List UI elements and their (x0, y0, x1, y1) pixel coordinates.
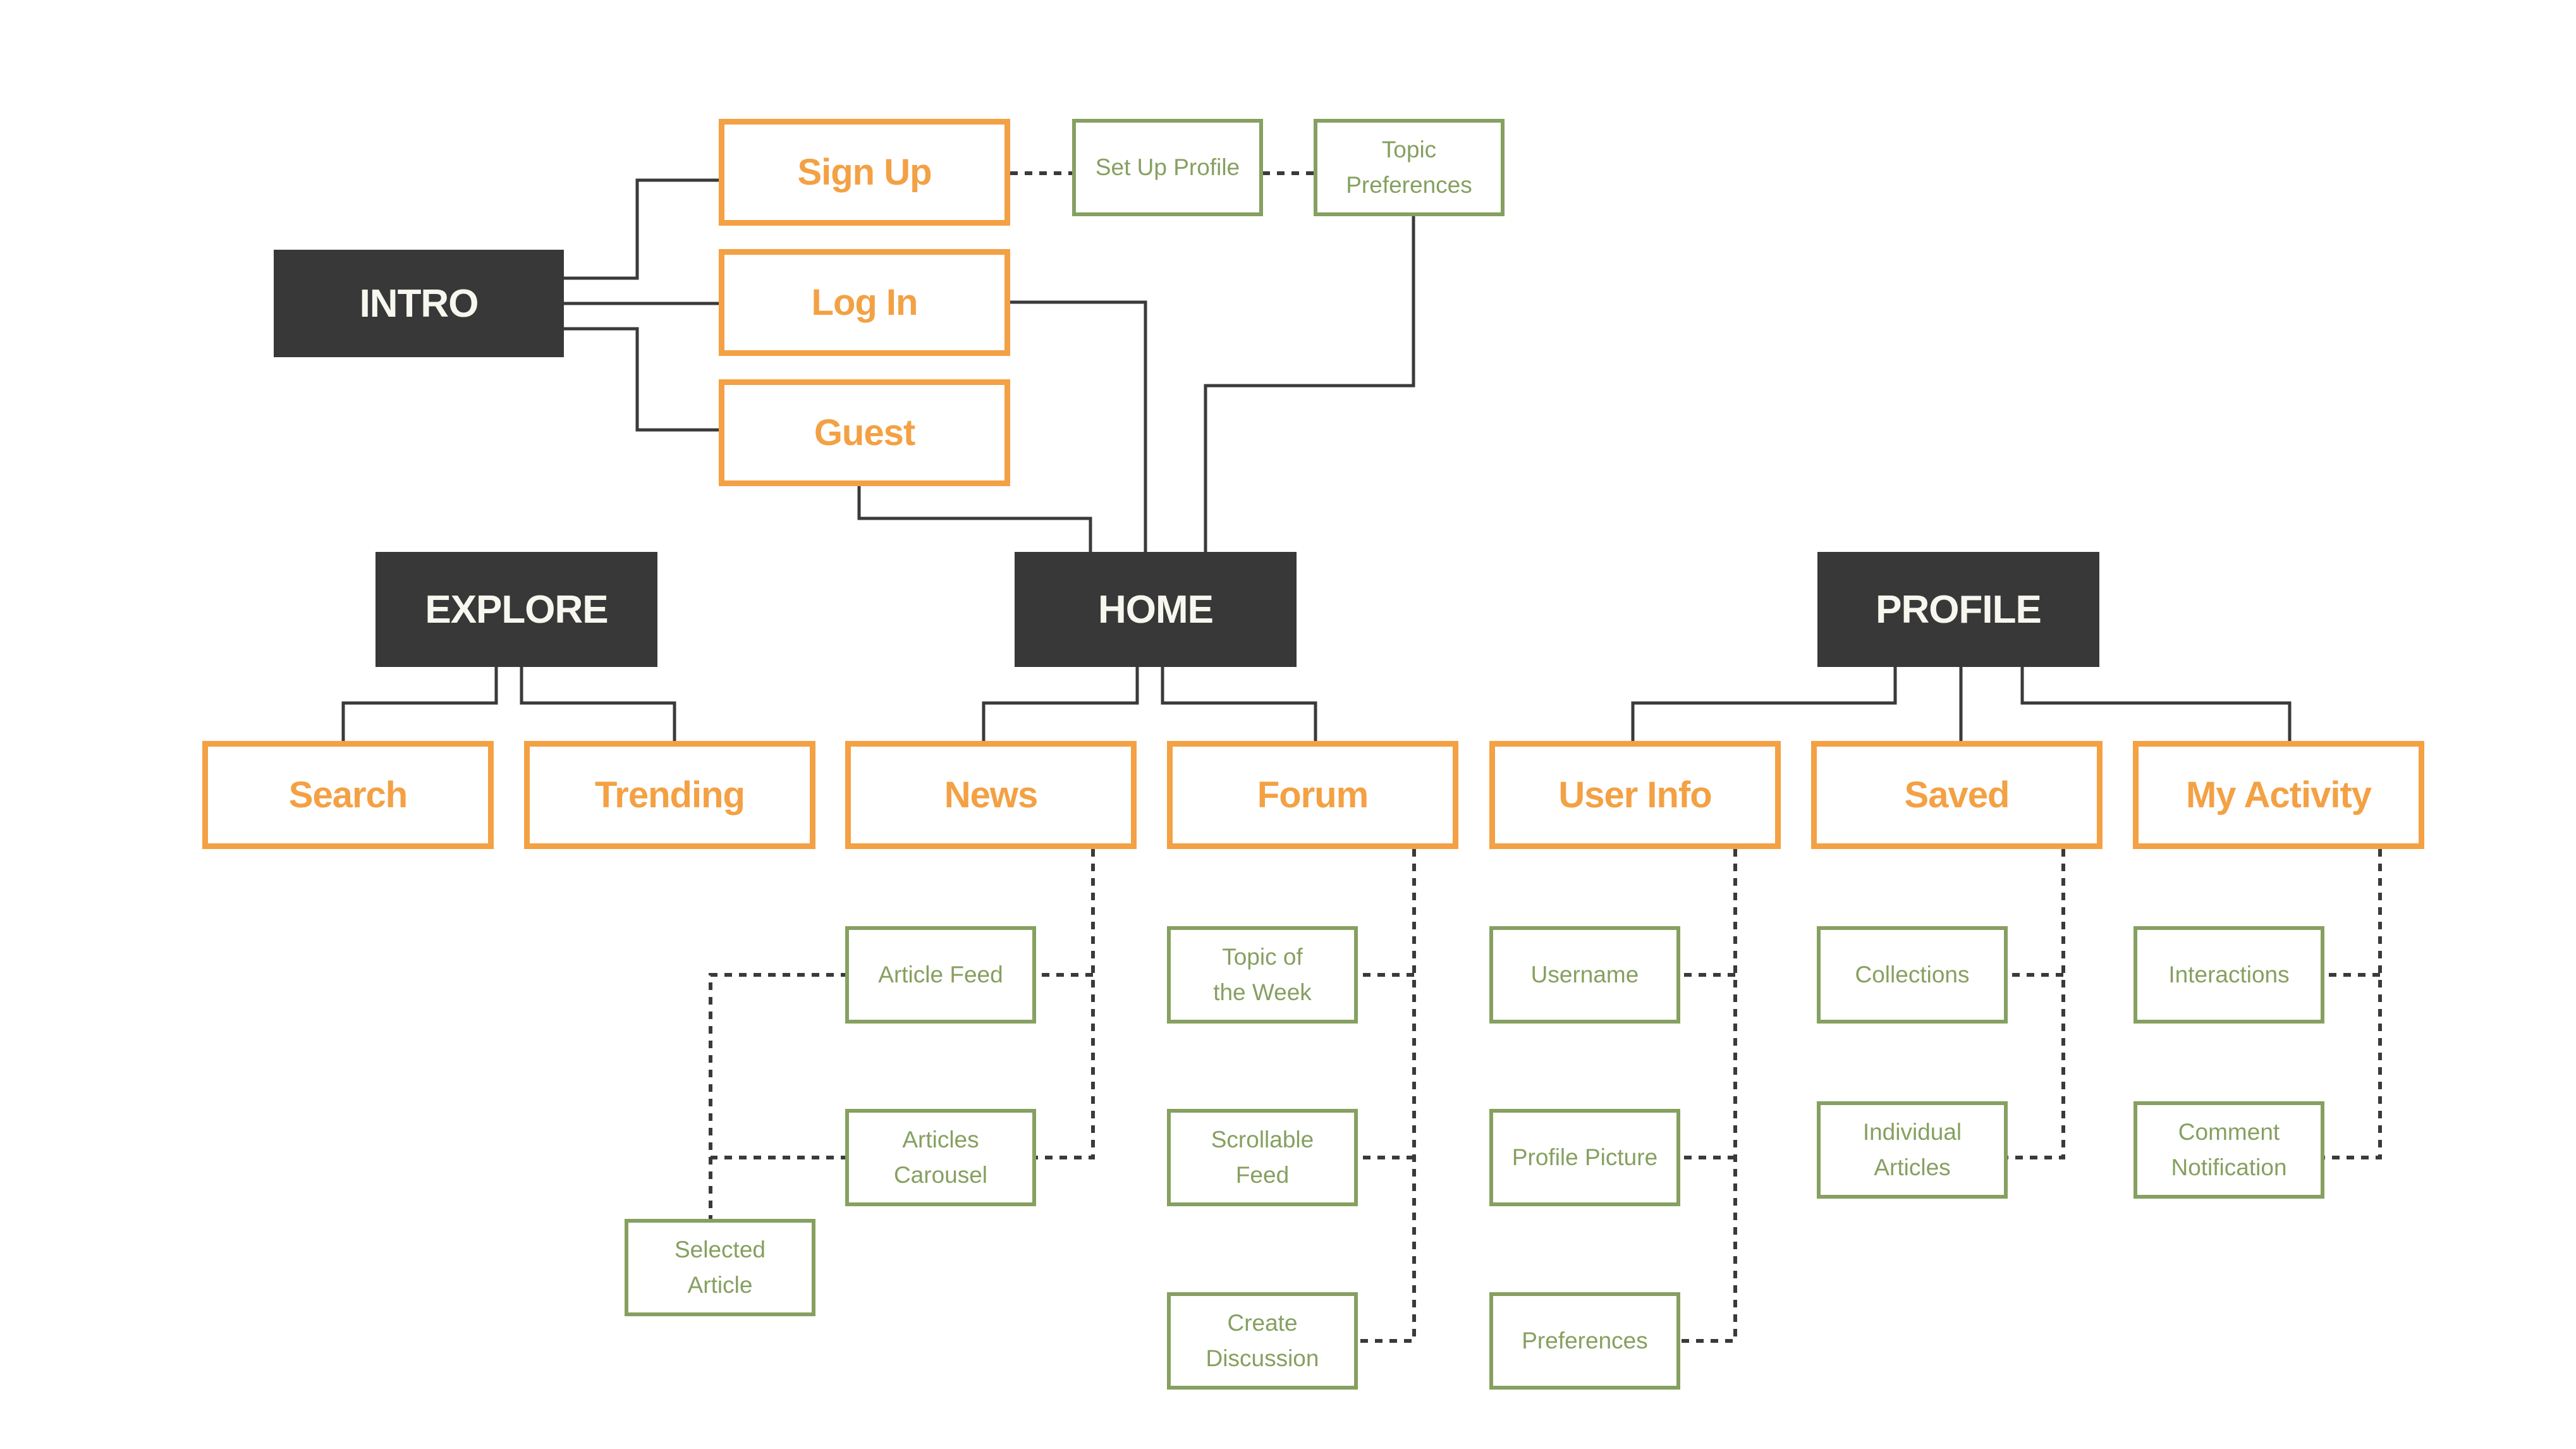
node-topic-preferences: Topic Preferences (1314, 119, 1505, 216)
node-comment-notification: Comment Notification (2133, 1101, 2324, 1199)
node-topic-of-the-week: Topic of the Week (1167, 926, 1358, 1024)
node-article-feed: Article Feed (845, 926, 1036, 1024)
node-search: Search (202, 741, 494, 849)
edge-explore-search (341, 667, 498, 741)
edge-my-activity-sub-pages (2324, 849, 2382, 1159)
edge-profile-my-activity (2020, 667, 2292, 741)
node-saved: Saved (1811, 741, 2103, 849)
node-scrollable-feed: Scrollable Feed (1167, 1109, 1358, 1206)
edge-home-forum (1161, 667, 1317, 741)
node-explore: EXPLORE (375, 552, 657, 667)
edge-news-sub-pages-selected-article (709, 973, 848, 1220)
node-user-info: User Info (1489, 741, 1781, 849)
node-forum: Forum (1167, 741, 1458, 849)
node-sign-up: Sign Up (719, 119, 1010, 226)
edge-topic-preferences-home (1204, 215, 1415, 552)
node-news: News (845, 741, 1137, 849)
node-log-in: Log In (719, 249, 1010, 356)
edge-forum-sub-pages (1358, 849, 1416, 1343)
edge-home-news (982, 667, 1139, 741)
node-my-activity: My Activity (2133, 741, 2424, 849)
node-username: Username (1489, 926, 1680, 1024)
node-individual-articles: Individual Articles (1817, 1101, 2008, 1199)
edge-saved-sub-pages (2008, 849, 2065, 1159)
edge-news-sub-pages (1035, 849, 1095, 1159)
edge-intro-sign-up (564, 178, 722, 280)
node-selected-article: Selected Article (625, 1219, 815, 1316)
edge-profile-user-info (1631, 667, 1897, 741)
edge-guest-home (857, 486, 1092, 552)
node-trending: Trending (524, 741, 815, 849)
node-interactions: Interactions (2133, 926, 2324, 1024)
edge-intro-guest (564, 327, 722, 432)
node-articles-carousel: Articles Carousel (845, 1109, 1036, 1206)
node-set-up-profile: Set Up Profile (1072, 119, 1263, 216)
node-intro: INTRO (274, 250, 564, 357)
edge-log-in-home (1010, 300, 1147, 552)
edge-user-info-sub-pages (1679, 849, 1737, 1343)
node-preferences: Preferences (1489, 1292, 1680, 1390)
node-guest: Guest (719, 379, 1010, 486)
node-home: HOME (1015, 552, 1297, 667)
node-profile: PROFILE (1817, 552, 2099, 667)
node-profile-picture: Profile Picture (1489, 1109, 1680, 1206)
node-create-discussion: Create Discussion (1167, 1292, 1358, 1390)
edge-explore-trending (520, 667, 676, 741)
node-collections: Collections (1817, 926, 2008, 1024)
